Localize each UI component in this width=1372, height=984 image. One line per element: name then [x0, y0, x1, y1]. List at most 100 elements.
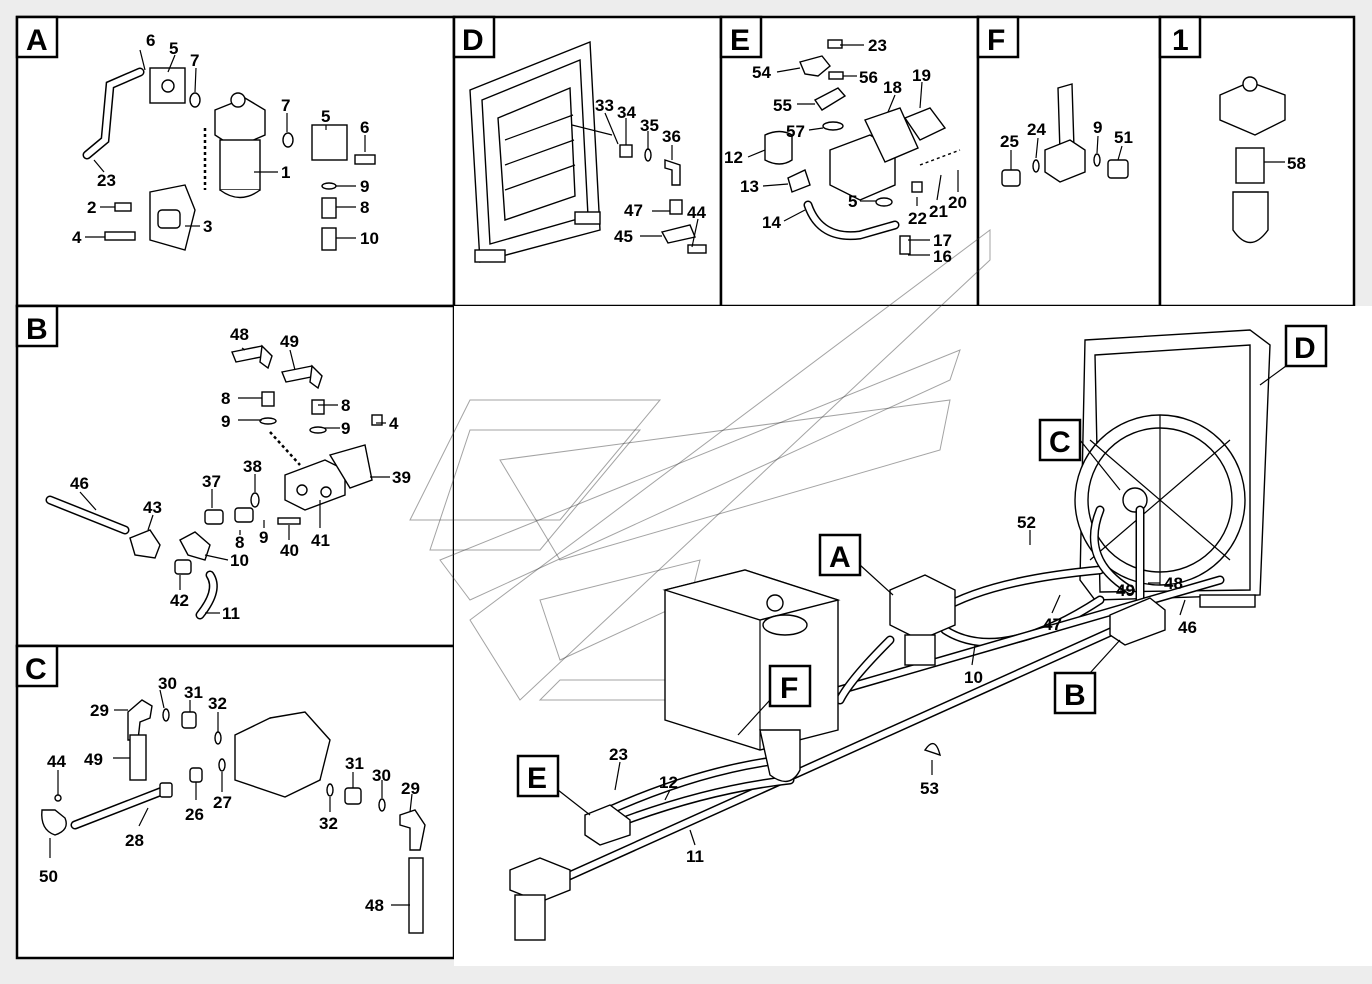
callout-9a: 9: [221, 412, 230, 431]
callout-55: 55: [773, 96, 792, 115]
callout-16: 16: [933, 247, 952, 266]
main-tag-d: [1284, 324, 1328, 368]
main-tag-d-text: D: [1294, 332, 1316, 365]
main-callout-12: 12: [659, 773, 678, 792]
panel-b-frame: [15, 304, 456, 648]
callout-45: 45: [614, 227, 633, 246]
callout-12: 12: [724, 148, 743, 167]
filter-housing: [214, 92, 266, 199]
callout-1: 1: [281, 163, 290, 182]
panel-a-tag: [15, 15, 59, 59]
callout-43: 43: [143, 498, 162, 517]
callout-37: 37: [202, 472, 221, 491]
callout-10: 10: [230, 551, 249, 570]
callout-8: 8: [360, 198, 369, 217]
main-pump-e: [584, 804, 631, 846]
callout-32a: 32: [208, 694, 227, 713]
bracket-39: [328, 444, 373, 489]
callout-9: 9: [360, 177, 369, 196]
callout-4: 4: [72, 228, 82, 247]
cooler-fan: [1074, 329, 1271, 608]
panel-f-tag: [976, 15, 1020, 59]
callout-31b: 31: [345, 754, 364, 773]
callout-9b: 9: [341, 419, 350, 438]
callout-5b: 5: [321, 107, 330, 126]
callout-8a: 8: [221, 389, 230, 408]
main-filter-a: [889, 574, 956, 666]
main-valve-b: [1109, 597, 1166, 646]
panel-1-tag-text: 1: [1172, 24, 1189, 57]
callout-33: 33: [595, 96, 614, 115]
callout-27: 27: [213, 793, 232, 812]
callout-23: 23: [868, 36, 887, 55]
main-tag-c-text: C: [1049, 426, 1071, 459]
callout-13: 13: [740, 177, 759, 196]
callout-31a: 31: [184, 683, 203, 702]
callout-22: 22: [908, 209, 927, 228]
main-tag-e-text: E: [527, 762, 547, 795]
panel-e: E 23 54 56: [719, 15, 967, 266]
callout-34: 34: [617, 103, 636, 122]
callout-8c: 8: [235, 533, 244, 552]
callout-6: 6: [146, 31, 155, 50]
main-callout-46: 46: [1178, 618, 1197, 637]
panel-1: 1 58: [1158, 15, 1306, 244]
callout-5: 5: [848, 192, 857, 211]
callout-18: 18: [883, 78, 902, 97]
callout-41: 41: [311, 531, 330, 550]
main-assembly: D C A F E B 52 49 48 47 46 10 23 12: [509, 324, 1328, 941]
main-tag-a-text: A: [829, 541, 851, 574]
gear-pump-c: [234, 711, 331, 798]
callout-35: 35: [640, 116, 659, 135]
callout-32b: 32: [319, 814, 338, 833]
panel-a-tag-text: A: [26, 24, 48, 57]
callout-49: 49: [280, 332, 299, 351]
panel-c: C 30 31: [15, 644, 426, 934]
callout-20: 20: [948, 193, 967, 212]
callout-48: 48: [365, 896, 384, 915]
panel-e-tag-text: E: [730, 24, 750, 57]
callout-19: 19: [912, 66, 931, 85]
callout-54: 54: [752, 63, 771, 82]
main-tag-f-text: F: [780, 672, 798, 705]
callout-44: 44: [687, 203, 706, 222]
main-callout-53: 53: [920, 779, 939, 798]
flange-part-5b: [311, 124, 348, 161]
panel-b-tag-text: B: [26, 313, 48, 346]
callout-10: 10: [360, 229, 379, 248]
callout-14: 14: [762, 213, 781, 232]
pump-body-e: [829, 107, 947, 201]
callout-39: 39: [392, 468, 411, 487]
panel-c-tag-text: C: [25, 653, 47, 686]
main-callout-49: 49: [1116, 581, 1135, 600]
callout-21: 21: [929, 202, 948, 221]
callout-30a: 30: [158, 674, 177, 693]
callout-44: 44: [47, 752, 66, 771]
main-tag-b: [1053, 671, 1097, 715]
callout-40: 40: [280, 541, 299, 560]
callout-58: 58: [1287, 154, 1306, 173]
callout-4: 4: [389, 414, 399, 433]
callout-25: 25: [1000, 132, 1019, 151]
main-callout-11: 11: [686, 847, 704, 866]
panel-b-tag: [15, 304, 59, 348]
callout-28: 28: [125, 831, 144, 850]
callout-8b: 8: [341, 396, 350, 415]
panel-a: A 6: [15, 15, 379, 251]
callout-30b: 30: [372, 766, 391, 785]
callout-17: 17: [933, 231, 952, 250]
main-callout-47: 47: [1043, 615, 1062, 634]
callout-29b: 29: [401, 779, 420, 798]
main-tag-a: [818, 533, 862, 577]
filter-bowl: [1232, 191, 1269, 244]
panel-c-frame: [15, 644, 456, 960]
callout-51: 51: [1114, 128, 1133, 147]
callout-9: 9: [1093, 118, 1102, 137]
callout-29a: 29: [90, 701, 109, 720]
steering-motor: [509, 857, 571, 941]
callout-23: 23: [97, 171, 116, 190]
callout-47: 47: [624, 201, 643, 220]
panel-e-tag: [719, 15, 763, 59]
panel-c-tag: [15, 644, 59, 688]
